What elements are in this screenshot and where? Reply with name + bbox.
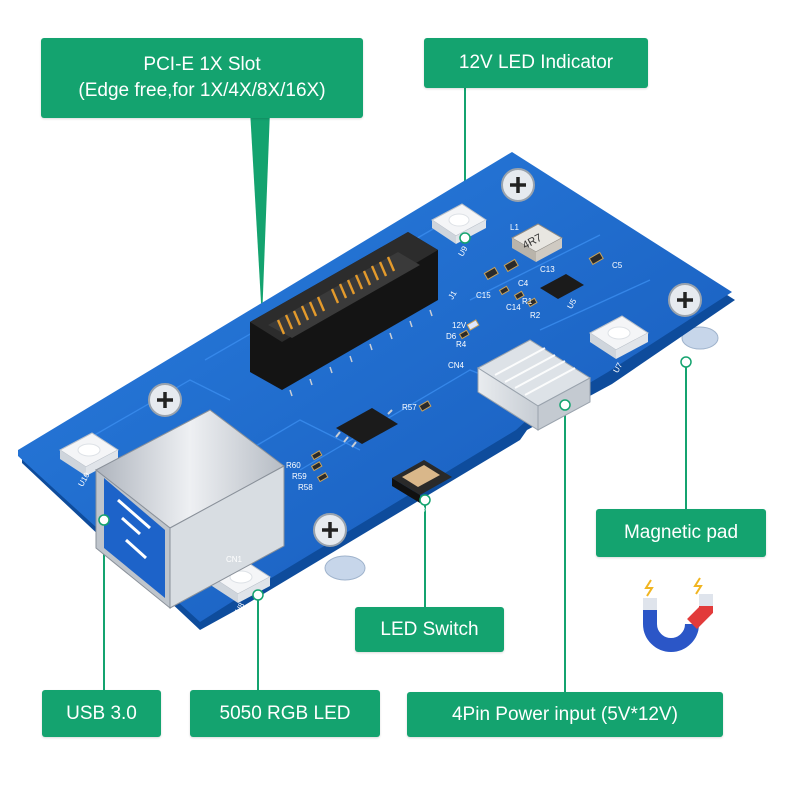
silk-12v: 12V: [452, 321, 467, 330]
rgb-led-callout-text: 5050 RGB LED: [219, 702, 351, 724]
pcie-callout-pointer: [250, 110, 270, 320]
silk-c13: C13: [540, 265, 555, 274]
usb-callout: USB 3.0: [42, 690, 161, 737]
silk-cn1: CN1: [226, 555, 243, 564]
chip-mosfet: [335, 408, 398, 448]
silk-d6: D6: [446, 332, 457, 341]
silk-c15: C15: [476, 291, 491, 300]
usb-icon: [117, 498, 151, 560]
pcie-slot-callout: PCI-E 1X Slot (Edge free,for 1X/4X/8X/16…: [41, 38, 363, 118]
pcie-slot: [250, 232, 438, 397]
led-switch-callout-text: LED Switch: [380, 618, 479, 640]
led-switch-callout: LED Switch: [355, 607, 504, 652]
pcie-slot-callout-line1: PCI-E 1X Slot: [143, 54, 261, 76]
led-indicator-callout: 12V LED Indicator: [424, 38, 648, 88]
silk-r1: R1: [522, 297, 533, 306]
led-switch-button: [392, 460, 452, 503]
silk-c5: C5: [612, 261, 623, 270]
pcie-slot-callout-line2: (Edge free,for 1X/4X/8X/16X): [78, 80, 326, 101]
usb-port: [95, 409, 285, 610]
led-indicator-callout-text: 12V LED Indicator: [458, 52, 614, 74]
screw-icon: [313, 513, 347, 547]
silk-r57: R57: [402, 403, 417, 412]
screw-icon: [501, 168, 535, 202]
rgb-led-u8: [211, 559, 271, 603]
silk-c4: C4: [518, 279, 529, 288]
magnetic-pad-callout: Magnetic pad: [596, 509, 766, 557]
rgb-led-callout: 5050 RGB LED: [190, 690, 380, 737]
power-input-callout-text: 4Pin Power input (5V*12V): [451, 703, 678, 725]
chip-u5: [540, 274, 584, 299]
power-input-callout: 4Pin Power input (5V*12V): [407, 692, 723, 737]
usb-callout-text: USB 3.0: [66, 702, 137, 724]
silk-cn4: CN4: [448, 361, 465, 370]
silk-r4: R4: [456, 340, 467, 349]
rgb-led-u10: [59, 432, 119, 476]
silkscreen-labels: L1 J1 U9 U7 U10 U8 U5 C13 C5 C15 C4 C14 …: [76, 223, 624, 614]
inductor: [510, 223, 564, 262]
silk-r60: R60: [286, 461, 301, 470]
silk-c14: C14: [506, 303, 521, 312]
magnet-icon: [643, 577, 713, 652]
silk-l1: L1: [510, 223, 519, 232]
screw-icon: [148, 383, 182, 417]
screw-icon: [668, 283, 702, 317]
silk-r58: R58: [298, 483, 313, 492]
magnetic-pad-callout-text: Magnetic pad: [623, 522, 739, 544]
smd-components: [310, 251, 604, 483]
silk-r59: R59: [292, 472, 307, 481]
leader-anchors: [98, 232, 692, 601]
silk-r2: R2: [530, 311, 541, 320]
rgb-led-u7: [589, 315, 649, 359]
